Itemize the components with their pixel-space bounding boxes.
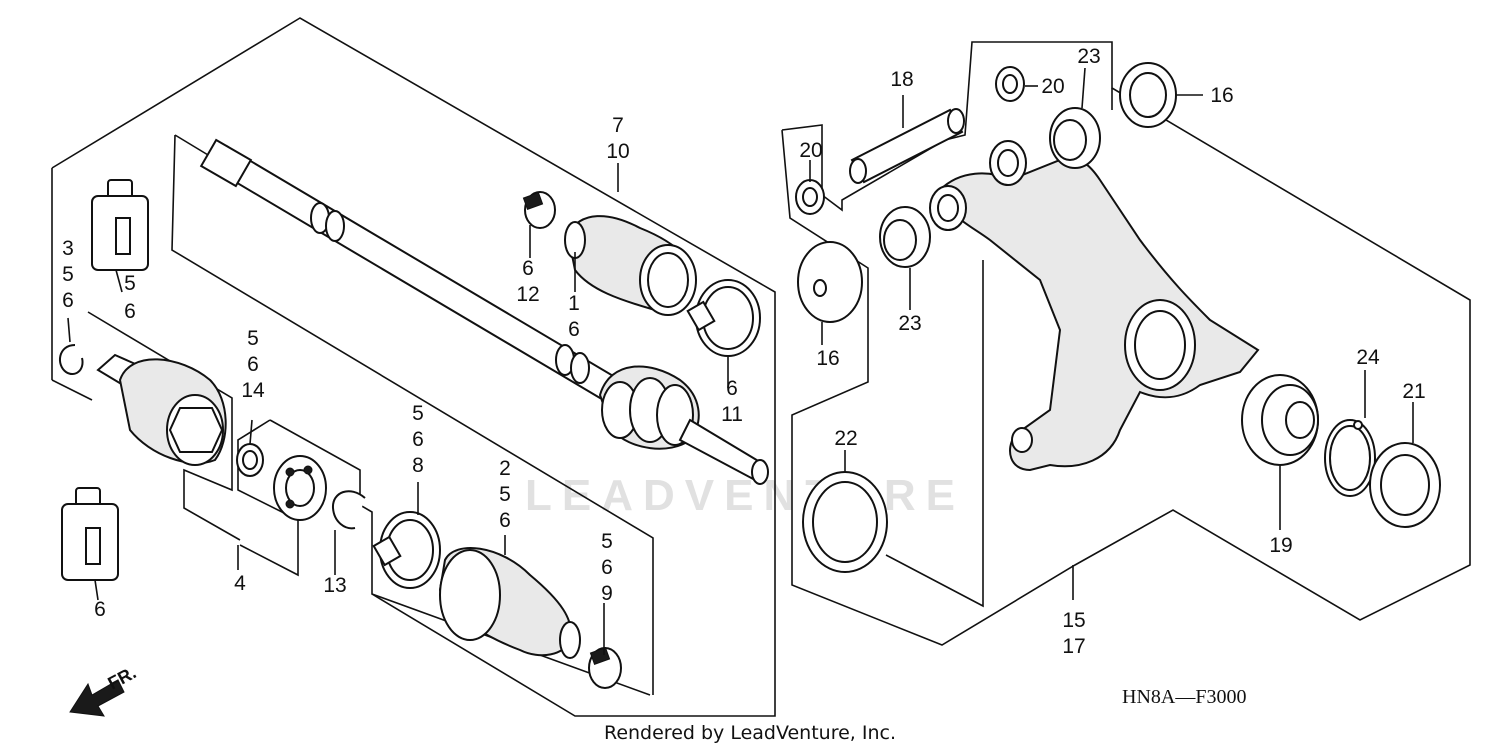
callout-pipe-18: 18 (890, 68, 913, 91)
callout-seal-20-top: 20 (1041, 75, 1064, 98)
knuckle (929, 140, 1260, 472)
callout-cap-16-left: 16 (816, 347, 839, 370)
credit-line: Rendered by LeadVenture, Inc. (604, 722, 896, 744)
band-8 (372, 511, 441, 589)
callout-outer-joint: 4 (234, 572, 246, 595)
callout-seal-21: 21 (1402, 380, 1425, 403)
joint-cage (273, 455, 327, 521)
callout-grease-bottom: 6 (94, 598, 106, 621)
callout-circlip-13: 13 (323, 574, 346, 597)
callout-seal-20-left: 20 (799, 139, 822, 162)
seal-21 (1369, 442, 1441, 528)
callout-bearing-19: 19 (1269, 534, 1292, 557)
circlip-13 (331, 490, 366, 530)
boot-2 (438, 547, 581, 659)
bearing-19 (1241, 374, 1319, 466)
grease-bottle-bottom (61, 487, 119, 581)
diagram-code: HN8A—F3000 (1122, 686, 1246, 708)
outer-boot-assembly (598, 365, 769, 485)
callout-cap-16-top: 16 (1210, 84, 1233, 107)
band-11 (686, 279, 761, 357)
callout-seal-22: 22 (834, 427, 857, 450)
band-9 (588, 646, 622, 689)
seal-20-left (795, 179, 825, 215)
cap-16-left (797, 241, 863, 323)
callout-bearing-23-top: 23 (1077, 45, 1100, 68)
front-direction-arrow: FR. (69, 662, 139, 717)
band-12 (522, 191, 556, 229)
bearing-23-top (1049, 107, 1101, 169)
callout-clip-24: 24 (1356, 346, 1380, 369)
collar-pipe-18 (849, 108, 965, 184)
seal-20-top (995, 66, 1025, 102)
clip-14 (236, 443, 264, 477)
grease-bottle-top (91, 179, 149, 271)
cap-16-top (1119, 62, 1177, 128)
circlip-3 (58, 344, 84, 376)
drive-shaft (199, 138, 622, 400)
inner-joint-housing (96, 353, 227, 466)
callout-bearing-23-left: 23 (898, 312, 921, 335)
circlip-24 (1324, 419, 1376, 497)
boot-1 (564, 215, 697, 316)
bearing-23-left (879, 206, 931, 268)
leader-lines (67, 67, 1414, 655)
seal-22 (802, 471, 888, 573)
assembly-outlines (51, 17, 1471, 717)
watermark: LEADVENTURE (525, 471, 965, 520)
